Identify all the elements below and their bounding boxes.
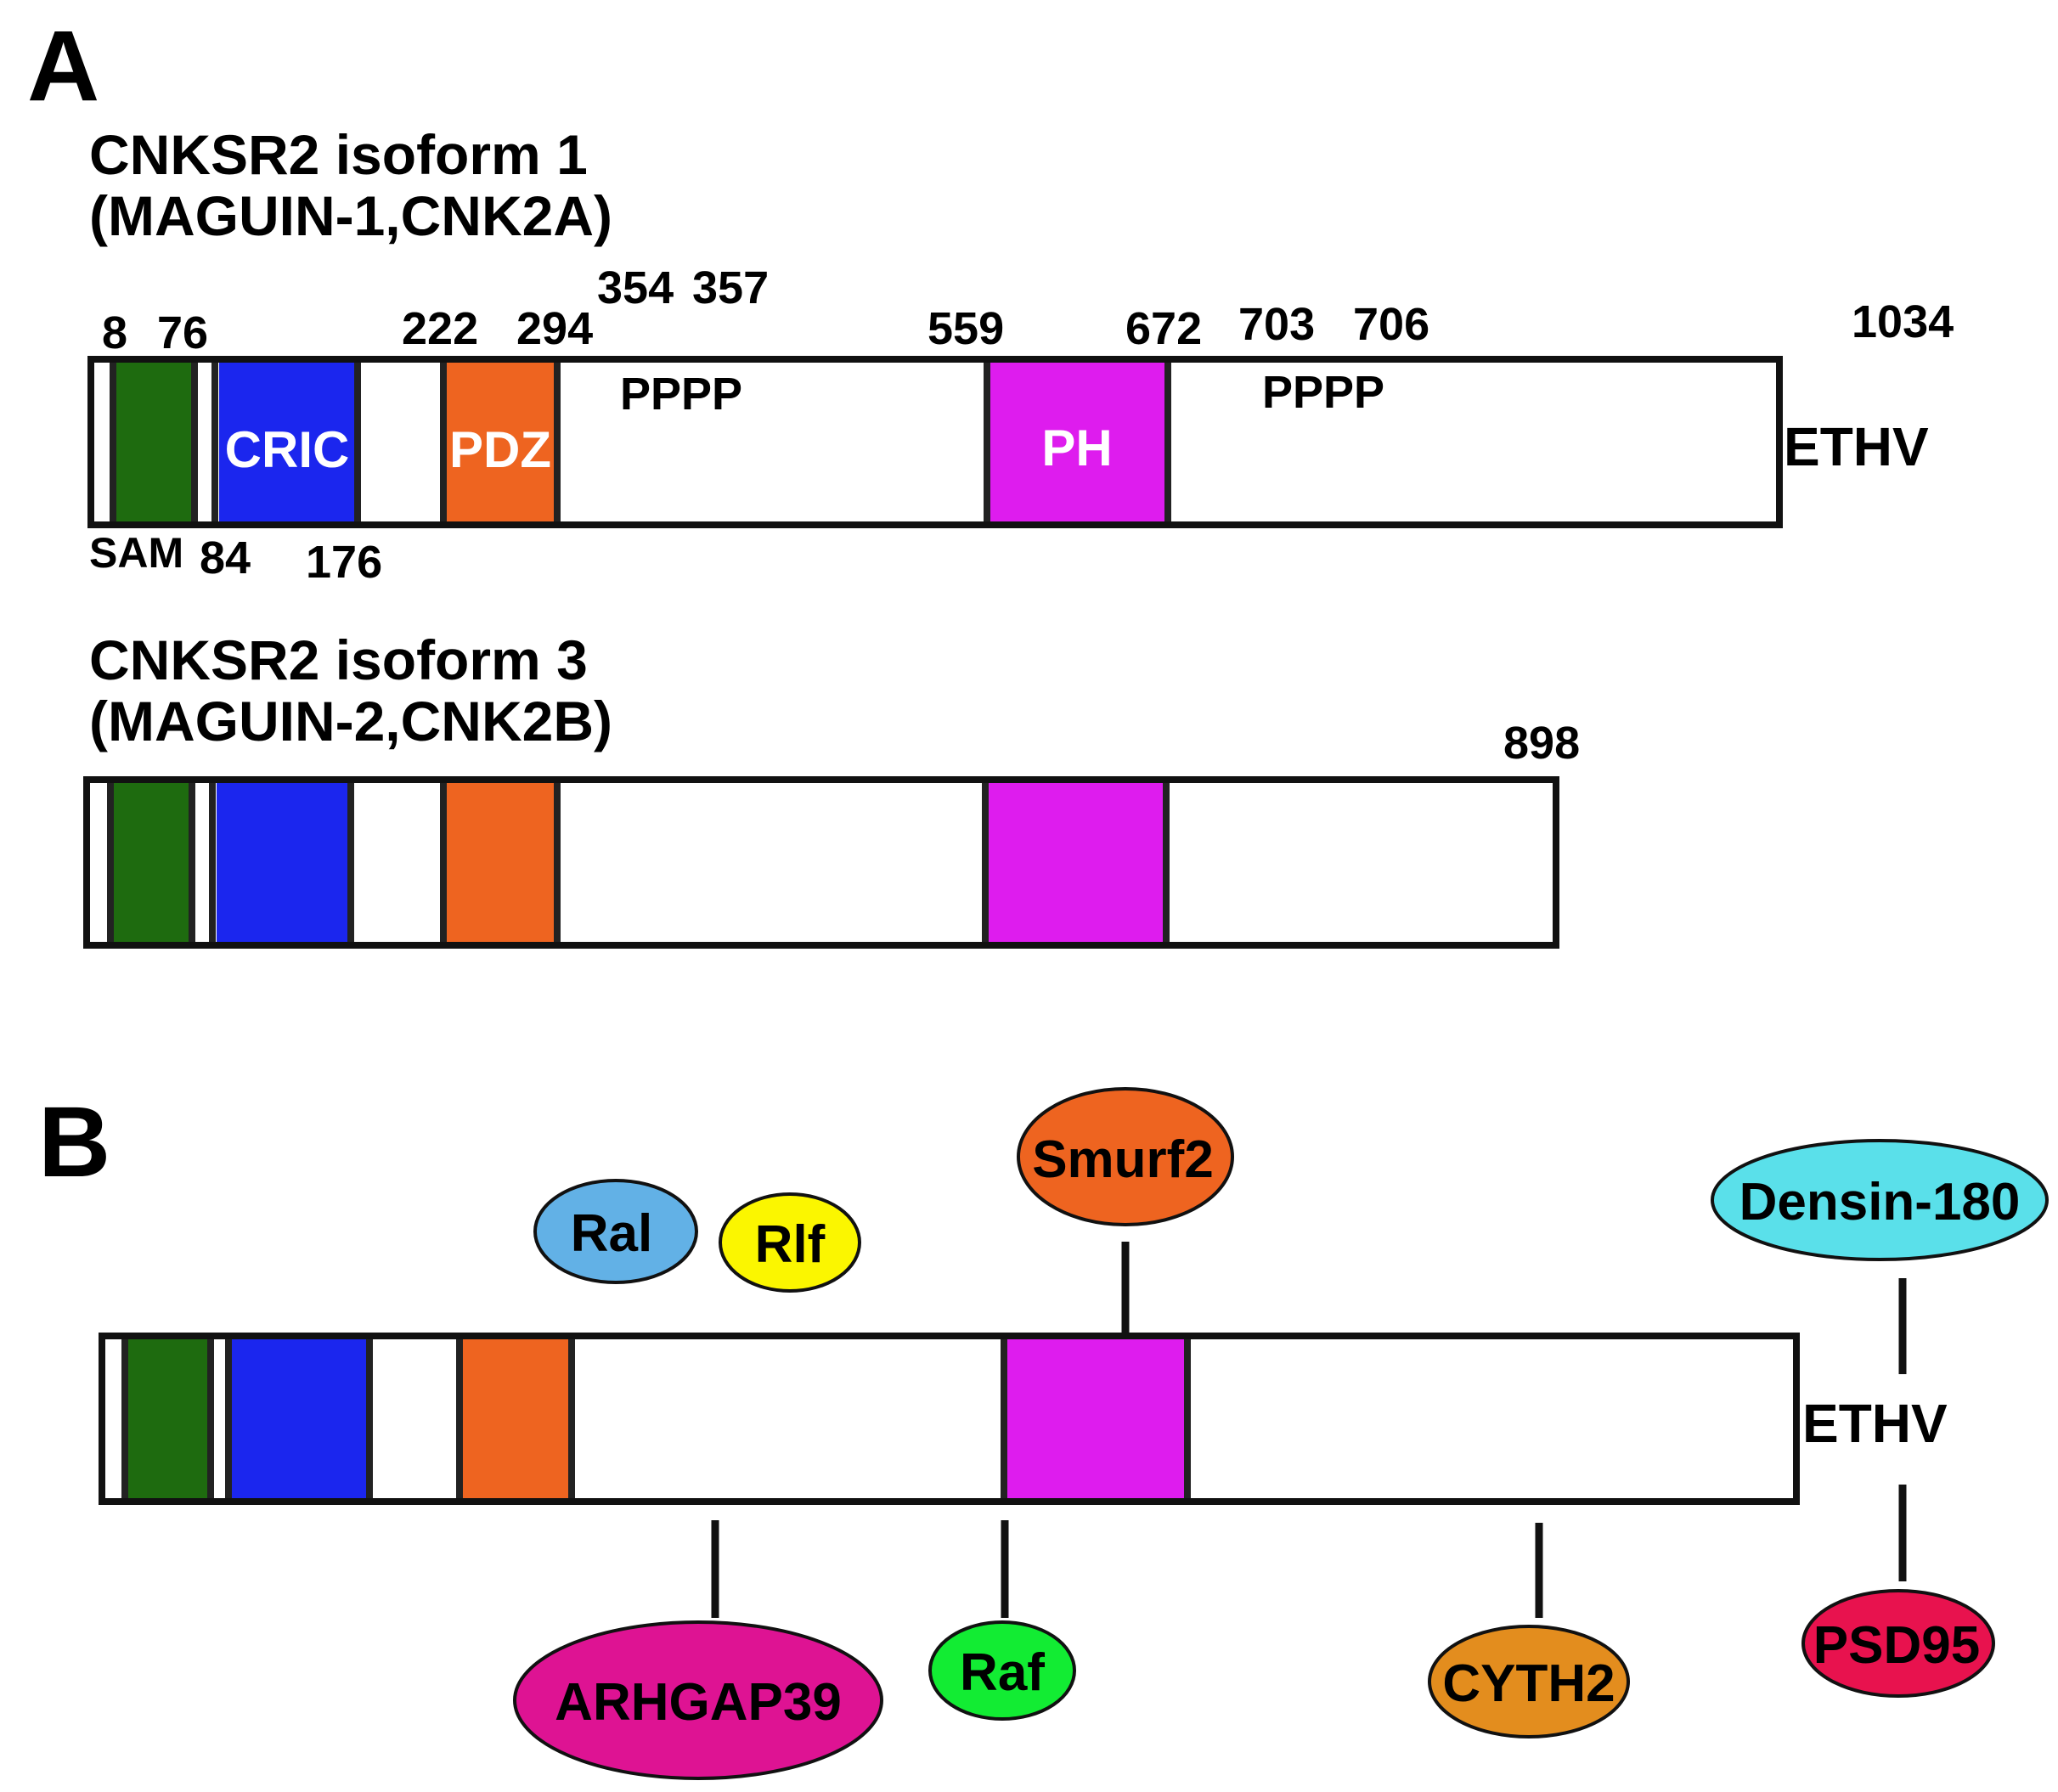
partner-ral bbox=[533, 1179, 698, 1284]
isoform1-ph-domain bbox=[990, 363, 1165, 521]
panel-a-letter: A bbox=[27, 10, 99, 122]
partner-arhgap39 bbox=[513, 1620, 883, 1780]
partner-cyth2-label: CYTH2 bbox=[1442, 1654, 1615, 1713]
isoform3-title: CNKSR2 isoform 3 bbox=[89, 628, 588, 691]
residue-176: 176 bbox=[306, 537, 382, 588]
residue-294: 294 bbox=[516, 303, 593, 354]
pdz-label: PDZ bbox=[449, 421, 551, 478]
isoform1-pdz-domain bbox=[446, 363, 555, 521]
residue-559: 559 bbox=[928, 303, 1004, 354]
isoform3-bar bbox=[83, 776, 1559, 949]
length-898: 898 bbox=[1503, 718, 1580, 769]
residue-354: 354 bbox=[597, 262, 674, 313]
partner-psd95 bbox=[1801, 1589, 1995, 1698]
partner-cyth2 bbox=[1428, 1625, 1630, 1738]
residue-8: 8 bbox=[102, 307, 127, 358]
interaction-pdz-domain bbox=[463, 1339, 569, 1498]
partner-rlf bbox=[719, 1192, 861, 1293]
partner-smurf2 bbox=[1017, 1087, 1234, 1226]
length-1034: 1034 bbox=[1852, 296, 1954, 347]
isoform3-ph-domain bbox=[988, 783, 1164, 942]
proline-motif-1: PPPP bbox=[620, 369, 742, 420]
isoform3-pdz-domain bbox=[446, 783, 555, 942]
partner-ral-label: Ral bbox=[571, 1204, 652, 1263]
partner-arhgap39-label: ARHGAP39 bbox=[555, 1673, 842, 1732]
residue-703: 703 bbox=[1238, 299, 1315, 350]
isoform1-title: CNKSR2 isoform 1 bbox=[89, 123, 588, 186]
ph-label: PH bbox=[1041, 420, 1112, 476]
partner-rlf-label: Rlf bbox=[755, 1215, 826, 1274]
isoform3-cric-domain bbox=[217, 783, 348, 942]
isoform1-subtitle: (MAGUIN-1,CNK2A) bbox=[89, 184, 612, 247]
isoform1-outline bbox=[87, 356, 1783, 528]
residue-672: 672 bbox=[1125, 303, 1202, 354]
cric-label: CRIC bbox=[225, 421, 350, 478]
partner-raf-label: Raf bbox=[960, 1643, 1045, 1702]
c-terminus-label: ETHV bbox=[1784, 416, 1929, 477]
interaction-cric-domain bbox=[231, 1339, 367, 1498]
partner-densin180 bbox=[1711, 1139, 2049, 1261]
interaction-sam-domain bbox=[127, 1339, 208, 1498]
interaction-ph-domain bbox=[1006, 1339, 1185, 1498]
residue-76: 76 bbox=[157, 307, 208, 358]
interaction-c-terminus-label: ETHV bbox=[1802, 1393, 1948, 1454]
partner-psd95-label: PSD95 bbox=[1813, 1616, 1980, 1675]
residue-222: 222 bbox=[402, 303, 478, 354]
isoform1-cric-domain bbox=[219, 363, 355, 521]
panel-b-letter: B bbox=[38, 1086, 110, 1198]
isoform1-bar bbox=[87, 356, 1783, 528]
isoform3-subtitle: (MAGUIN-2,CNK2B) bbox=[89, 690, 612, 752]
residue-706: 706 bbox=[1353, 299, 1429, 350]
isoform3-sam-domain bbox=[112, 783, 190, 942]
isoform1-sam-domain bbox=[115, 363, 193, 521]
partner-raf bbox=[928, 1620, 1076, 1721]
residue-84: 84 bbox=[200, 533, 251, 583]
proline-motif-2: PPPP bbox=[1262, 367, 1384, 418]
partner-densin180-label: Densin-180 bbox=[1739, 1173, 2021, 1231]
sam-label: SAM bbox=[89, 529, 183, 577]
interaction-bar-outline bbox=[99, 1333, 1800, 1505]
partner-smurf2-label: Smurf2 bbox=[1032, 1130, 1214, 1189]
residue-357: 357 bbox=[692, 262, 769, 313]
interaction-bar bbox=[99, 1333, 1800, 1505]
